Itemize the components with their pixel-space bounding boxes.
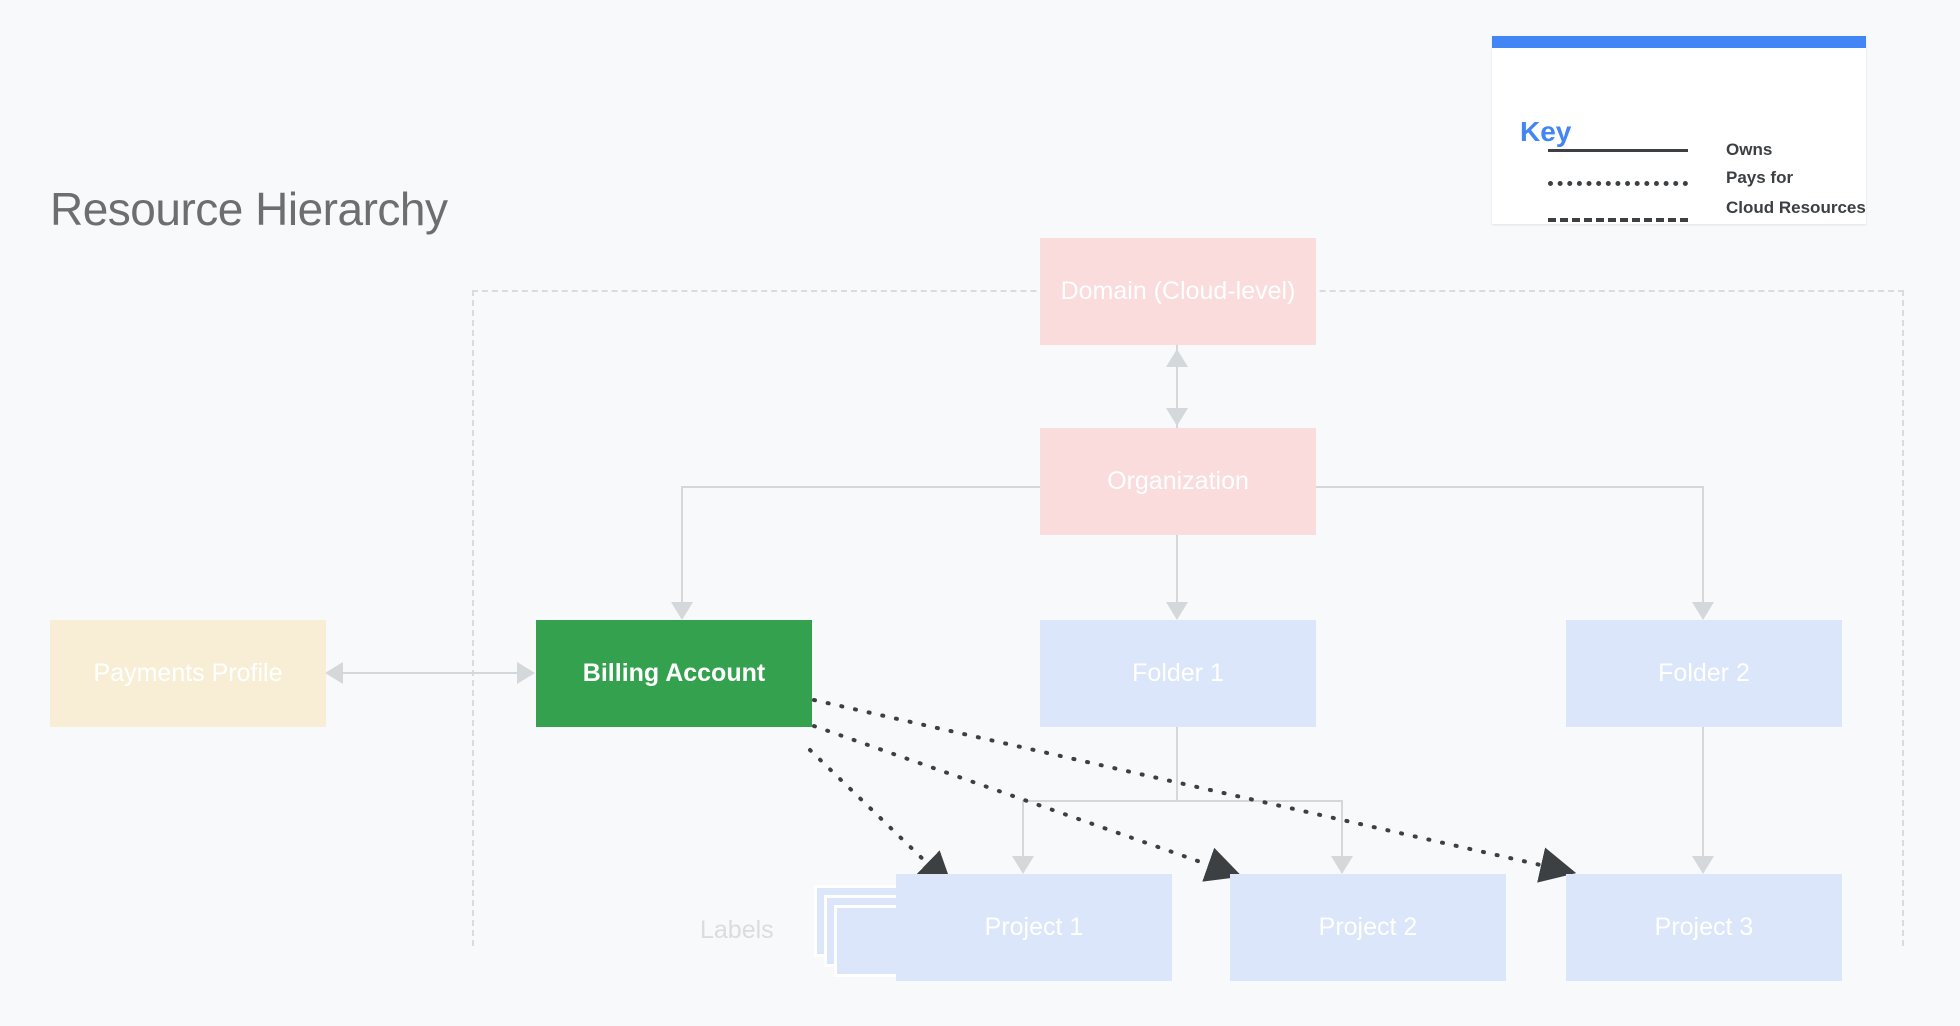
arrowhead-down-organization [1166, 408, 1188, 426]
node-project-1[interactable]: Project 1 [896, 874, 1172, 981]
node-project-1-label: Project 1 [984, 913, 1084, 941]
node-project-2-label: Project 2 [1318, 913, 1418, 941]
key-accent-bar [1492, 36, 1866, 48]
connector-domain-organization [1176, 345, 1178, 428]
node-domain-label: Domain (Cloud-level) [1060, 277, 1296, 305]
node-folder-1-label: Folder 1 [1132, 659, 1224, 687]
arrowhead-project-1 [1012, 856, 1034, 874]
node-organization[interactable]: Organization [1040, 428, 1316, 535]
node-folder-1[interactable]: Folder 1 [1040, 620, 1316, 727]
key-label-pays-for: Pays for [1726, 168, 1794, 187]
labels-caption: Labels [700, 916, 774, 944]
connector-organization-folder2 [1702, 486, 1704, 602]
arrowhead-billing-account [671, 602, 693, 620]
cloud-resources-line-sample [1548, 218, 1688, 222]
key-legend-card: Key Owns Pays for Cloud Resources [1492, 36, 1866, 224]
node-domain[interactable]: Domain (Cloud-level) [1040, 238, 1316, 345]
arrowhead-payments-profile [325, 662, 343, 684]
arrowhead-project-3 [1692, 856, 1714, 874]
key-label-owns: Owns [1726, 140, 1773, 159]
page-title: Resource Hierarchy [50, 183, 448, 235]
node-organization-label: Organization [1107, 467, 1249, 495]
connector-folder1-bus [1022, 800, 1342, 802]
node-billing-account[interactable]: Billing Account [536, 620, 812, 727]
node-project-3-label: Project 3 [1654, 913, 1754, 941]
node-folder-2[interactable]: Folder 2 [1566, 620, 1842, 727]
connector-organization-billing [681, 486, 683, 602]
connector-folder1-down [1176, 727, 1178, 802]
arrowhead-project-2 [1331, 856, 1353, 874]
connector-folder1-project1 [1022, 800, 1024, 856]
node-project-2[interactable]: Project 2 [1230, 874, 1506, 981]
connector-organization-folder1 [1176, 535, 1178, 602]
node-payments-profile[interactable]: Payments Profile [50, 620, 326, 727]
connector-folder1-project2 [1341, 800, 1343, 856]
arrowhead-up-domain [1166, 349, 1188, 367]
key-title: Key [1520, 116, 1572, 147]
arrowhead-folder-2 [1692, 602, 1714, 620]
arrowhead-folder-1 [1166, 602, 1188, 620]
pays-for-line-sample [1548, 181, 1688, 186]
owns-line-sample [1548, 149, 1688, 152]
node-billing-account-label: Billing Account [582, 659, 766, 687]
node-project-3[interactable]: Project 3 [1566, 874, 1842, 981]
node-payments-profile-label: Payments Profile [93, 659, 283, 687]
arrowhead-billing-from-payments [517, 662, 535, 684]
connector-folder2-project3 [1702, 727, 1704, 856]
node-folder-2-label: Folder 2 [1658, 659, 1750, 687]
key-label-cloud-resources: Cloud Resources [1726, 198, 1866, 217]
connector-payments-billing [333, 672, 527, 674]
